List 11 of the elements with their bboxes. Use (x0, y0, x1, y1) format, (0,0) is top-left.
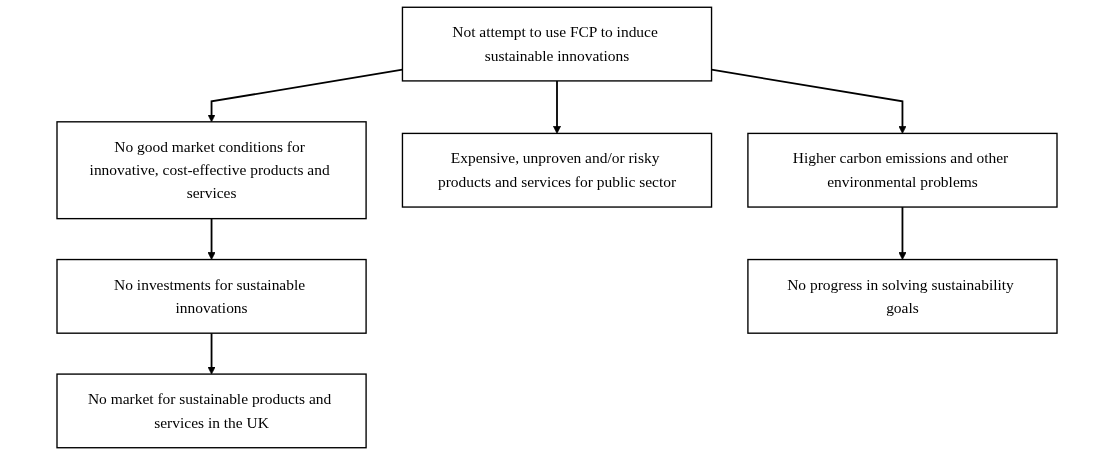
arrow (207, 332, 216, 375)
arrow (207, 217, 216, 260)
node-box: Expensive, unproven and/or risky products and services for public sector (401, 132, 713, 208)
node-box: Higher carbon emissions and other environmental problems (747, 132, 1058, 208)
arrow (553, 80, 561, 134)
node-box: No good market conditions for innovative, cost-effective products and services (56, 121, 367, 220)
node-box: No market for sustainable products and services in the UK (56, 373, 367, 449)
arrow (898, 206, 907, 260)
node-box: Not attempt to use FCP to induce sustainable innovations (401, 6, 713, 82)
node-box: No progress in solving sustainability goals (747, 258, 1058, 334)
node-box: No investments for sustainable innovations (56, 258, 367, 334)
